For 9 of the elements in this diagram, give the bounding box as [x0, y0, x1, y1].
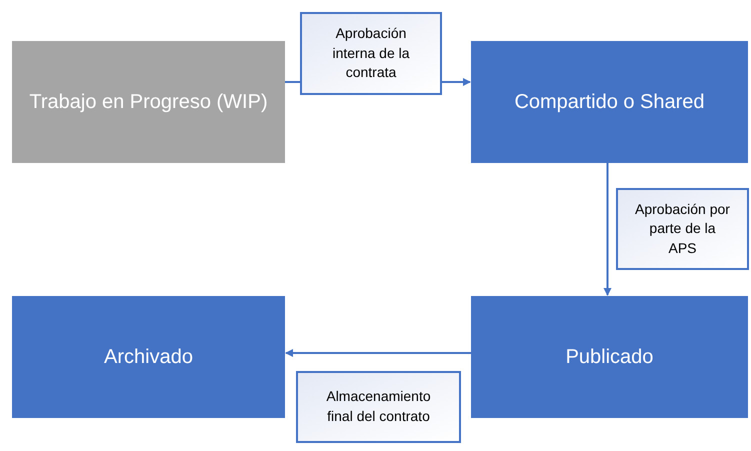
process-box: Publicado [471, 296, 748, 418]
edge-label: Almacenamiento final del contrato [296, 371, 461, 443]
process-box: Trabajo en Progreso (WIP) [12, 41, 285, 163]
arrow [285, 349, 471, 357]
process-box: Archivado [12, 296, 285, 418]
edge-label: Aprobación por parte de la APS [616, 188, 749, 270]
process-box: Compartido o Shared [471, 41, 748, 163]
arrow [604, 163, 612, 296]
edge-label: Aprobación interna de la contrata [300, 12, 442, 95]
